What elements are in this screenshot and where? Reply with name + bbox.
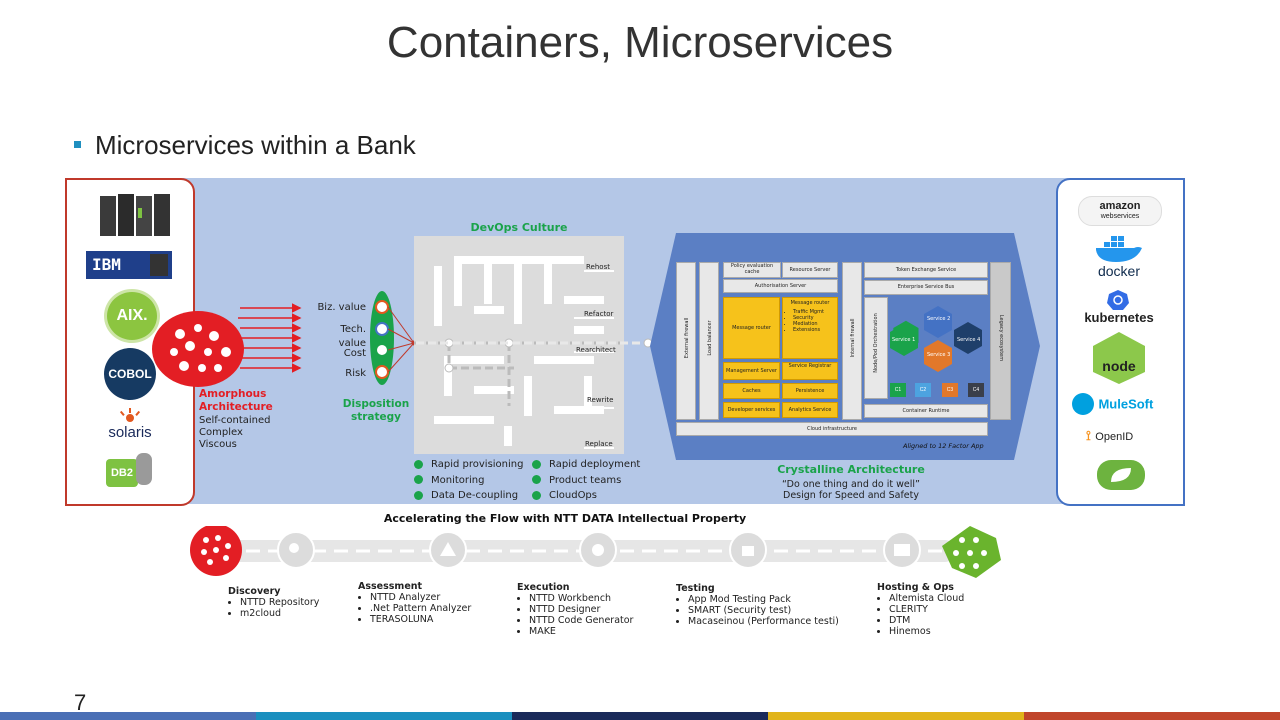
internal-firewall: Internal firewall bbox=[842, 262, 862, 420]
legacy-ecosystem: Legacy ecosystem bbox=[990, 262, 1011, 420]
policy-cache: Policy evaluation cache bbox=[723, 262, 781, 278]
db2-logo: DB2 bbox=[106, 453, 154, 489]
devops-maze bbox=[414, 236, 624, 454]
aws-logo: amazon webservices bbox=[1078, 196, 1162, 226]
container-runtime: Container Runtime bbox=[864, 404, 988, 418]
disposition-labels: Biz. value Tech. value Cost Risk bbox=[317, 302, 366, 379]
disposition-heading: Disposition strategy bbox=[342, 398, 410, 423]
openid-logo: ⟟ OpenID bbox=[1086, 428, 1134, 443]
kubernetes-helm-icon bbox=[1107, 290, 1129, 310]
management-server: Management Server bbox=[723, 362, 780, 380]
practice-item: Monitoring bbox=[414, 473, 523, 489]
red-arrows bbox=[238, 303, 302, 373]
devops-title: DevOps Culture bbox=[470, 221, 568, 234]
practice-item: Product teams bbox=[532, 473, 640, 489]
bullet-square-icon bbox=[74, 140, 81, 148]
path-rearchitect: Rearchitect bbox=[576, 346, 616, 354]
flow-title: Accelerating the Flow with NTT DATA Inte… bbox=[383, 512, 747, 525]
flow-stage-execution: Execution NTTD Workbench NTTD Designer N… bbox=[517, 582, 633, 637]
token-exchange: Token Exchange Service bbox=[864, 262, 988, 278]
message-router-right: Message router Traffic Mgmt Security Med… bbox=[782, 297, 838, 359]
solaris-logo: solaris bbox=[96, 408, 164, 442]
docker-whale-icon bbox=[1096, 236, 1142, 262]
load-balancer: Load balancer bbox=[699, 262, 719, 420]
flow-stage-testing: Testing App Mod Testing Pack SMART (Secu… bbox=[676, 583, 839, 627]
service-1: Service 1 bbox=[892, 337, 916, 343]
docker-logo: docker bbox=[1097, 263, 1141, 279]
amorphous-cluster-icon bbox=[152, 311, 244, 387]
bullet-text: Microservices within a Bank bbox=[95, 130, 416, 160]
cobol-logo: COBOL bbox=[104, 348, 156, 400]
practice-item: CloudOps bbox=[532, 488, 640, 504]
flow-track bbox=[190, 526, 1001, 578]
path-refactor: Refactor bbox=[584, 310, 614, 318]
mulesoft-logo: MuleSoft bbox=[1072, 393, 1172, 417]
resource-server: Resource Server bbox=[782, 262, 838, 278]
mulesoft-icon bbox=[1072, 393, 1094, 415]
enterprise-service-bus: Enterprise Service Bus bbox=[864, 280, 988, 295]
flow-stage-discovery: Discovery NTTD Repository m2cloud bbox=[228, 586, 319, 619]
flow-stage-assessment: Assessment NTTD Analyzer .Net Pattern An… bbox=[358, 581, 471, 625]
caches: Caches bbox=[723, 383, 780, 399]
crystalline-quote: “Do one thing and do it well” bbox=[782, 479, 920, 490]
external-firewall: External firewall bbox=[676, 262, 696, 420]
crystalline-heading: Crystalline Architecture bbox=[777, 463, 925, 476]
path-rehost: Rehost bbox=[586, 263, 610, 271]
aix-logo: AIX. bbox=[104, 289, 160, 343]
cloud-infrastructure: Cloud infrastructure bbox=[676, 422, 988, 436]
service-hexagons bbox=[890, 306, 982, 372]
kubernetes-logo: kubernetes bbox=[1084, 310, 1154, 325]
footer-segment bbox=[256, 712, 512, 720]
bullet-item: Microservices within a Bank bbox=[74, 130, 416, 161]
service-2: Service 2 bbox=[927, 316, 951, 322]
amorphous-traits: Self-contained Complex Viscous bbox=[199, 415, 271, 450]
footer-color-bar bbox=[0, 712, 1280, 720]
amorphous-heading: Amorphous Architecture bbox=[199, 388, 273, 413]
service-registrar: Service Registrar bbox=[782, 362, 838, 380]
footer-segment bbox=[768, 712, 1024, 720]
footer-segment bbox=[1024, 712, 1280, 720]
path-replace: Replace bbox=[585, 440, 613, 448]
practice-item: Rapid provisioning bbox=[414, 457, 523, 473]
footer-segment bbox=[512, 712, 768, 720]
slide-title: Containers, Microservices bbox=[386, 18, 894, 67]
persistence: Persistence bbox=[782, 383, 838, 399]
service-3: Service 3 bbox=[927, 352, 951, 358]
solaris-sun-icon bbox=[119, 408, 141, 422]
page-number: 7 bbox=[74, 690, 87, 715]
spring-leaf-icon bbox=[1097, 460, 1145, 490]
openid-icon: ⟟ bbox=[1086, 428, 1091, 443]
rearchitect-connector bbox=[416, 338, 653, 348]
message-router-left: Message router bbox=[723, 297, 780, 359]
container-c2: C2 bbox=[915, 383, 931, 397]
practice-item: Rapid deployment bbox=[532, 457, 640, 473]
crystalline-subline: Design for Speed and Safety bbox=[783, 490, 919, 501]
container-c3: C3 bbox=[942, 383, 958, 397]
authorisation-server: Authorisation Server bbox=[723, 279, 838, 293]
nodejs-hexagon-icon bbox=[1093, 332, 1145, 384]
developer-services: Developer services bbox=[723, 402, 780, 418]
nodejs-logo: node bbox=[1102, 358, 1136, 374]
container-c1: C1 bbox=[890, 383, 906, 397]
path-rewrite: Rewrite bbox=[587, 396, 614, 404]
container-c4: C4 bbox=[968, 383, 984, 397]
flow-stage-hosting: Hosting & Ops Altemista Cloud CLERITY DT… bbox=[877, 582, 964, 637]
node-orchestration: Node/Pod Orchestration bbox=[864, 297, 888, 399]
practice-item: Data De-coupling bbox=[414, 488, 523, 504]
analytics-service: Analytics Service bbox=[782, 402, 838, 418]
aligned-note: Aligned to 12 Factor App bbox=[903, 442, 984, 450]
footer-segment bbox=[0, 712, 256, 720]
service-4: Service 4 bbox=[957, 337, 981, 343]
disposition-ellipse bbox=[370, 291, 417, 385]
ibm-logo: IBM bbox=[86, 251, 172, 279]
mainframe-icon bbox=[100, 194, 170, 236]
